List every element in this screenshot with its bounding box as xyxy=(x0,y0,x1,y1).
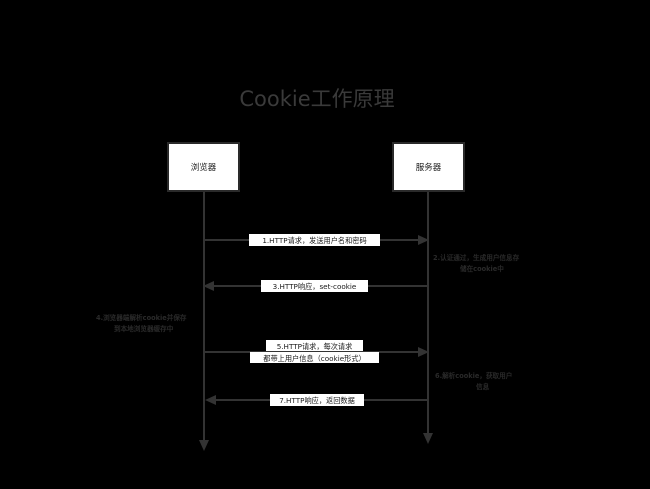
message-5-label-line2: 都带上用户信息（cookie形式） xyxy=(263,354,365,363)
note-4-line2: 到本地浏览器缓存中 xyxy=(114,324,174,333)
message-7-arrowhead xyxy=(205,395,216,405)
note-4: 4.浏览器端解析cookie并保存 到本地浏览器缓存中 xyxy=(96,313,187,333)
message-5-label-bg-line1 xyxy=(266,340,363,351)
note-2-line1: 2.认证通过，生成用户信息存 xyxy=(433,253,520,262)
server-actor[interactable]: 服务器 xyxy=(392,142,465,192)
diagram-title: Cookie工作原理 xyxy=(239,87,394,111)
message-7-label-bg xyxy=(270,394,364,406)
message-3-label: 3.HTTP响应，set-cookie xyxy=(273,282,357,291)
message-7-label: 7.HTTP响应，返回数据 xyxy=(279,396,355,405)
message-1-label: 1.HTTP请求，发送用户名和密码 xyxy=(262,236,366,245)
browser-label: 浏览器 xyxy=(191,162,217,173)
note-6-line1: 6.解析cookie，获取用户 xyxy=(435,371,512,380)
message-5-label-bg-line2 xyxy=(250,352,379,363)
note-6: 6.解析cookie，获取用户 信息 xyxy=(435,371,512,391)
message-1-arrowhead xyxy=(418,235,429,245)
message-5-label-line1: 5.HTTP请求，每次请求 xyxy=(277,342,353,351)
note-6-line2: 信息 xyxy=(476,382,490,391)
message-3-arrowhead xyxy=(203,281,214,291)
server-box xyxy=(392,142,465,192)
browser-actor[interactable]: 浏览器 xyxy=(167,142,240,192)
message-3[interactable]: 3.HTTP响应，set-cookie xyxy=(203,280,427,292)
browser-lifeline-arrowhead xyxy=(199,440,209,451)
message-7[interactable]: 7.HTTP响应，返回数据 xyxy=(205,394,427,406)
note-2: 2.认证通过，生成用户信息存 储在cookie中 xyxy=(433,253,520,273)
message-1-label-bg xyxy=(249,234,380,246)
note-4-line1: 4.浏览器端解析cookie并保存 xyxy=(96,313,187,322)
server-lifeline-arrowhead xyxy=(423,433,433,444)
browser-box xyxy=(167,142,240,192)
message-5-arrowhead xyxy=(418,347,429,357)
message-5[interactable]: 5.HTTP请求，每次请求 都带上用户信息（cookie形式） xyxy=(205,340,429,363)
message-3-label-bg xyxy=(261,280,368,292)
message-1[interactable]: 1.HTTP请求，发送用户名和密码 xyxy=(205,234,429,246)
note-2-line2: 储在cookie中 xyxy=(459,264,504,273)
server-label: 服务器 xyxy=(416,162,442,173)
